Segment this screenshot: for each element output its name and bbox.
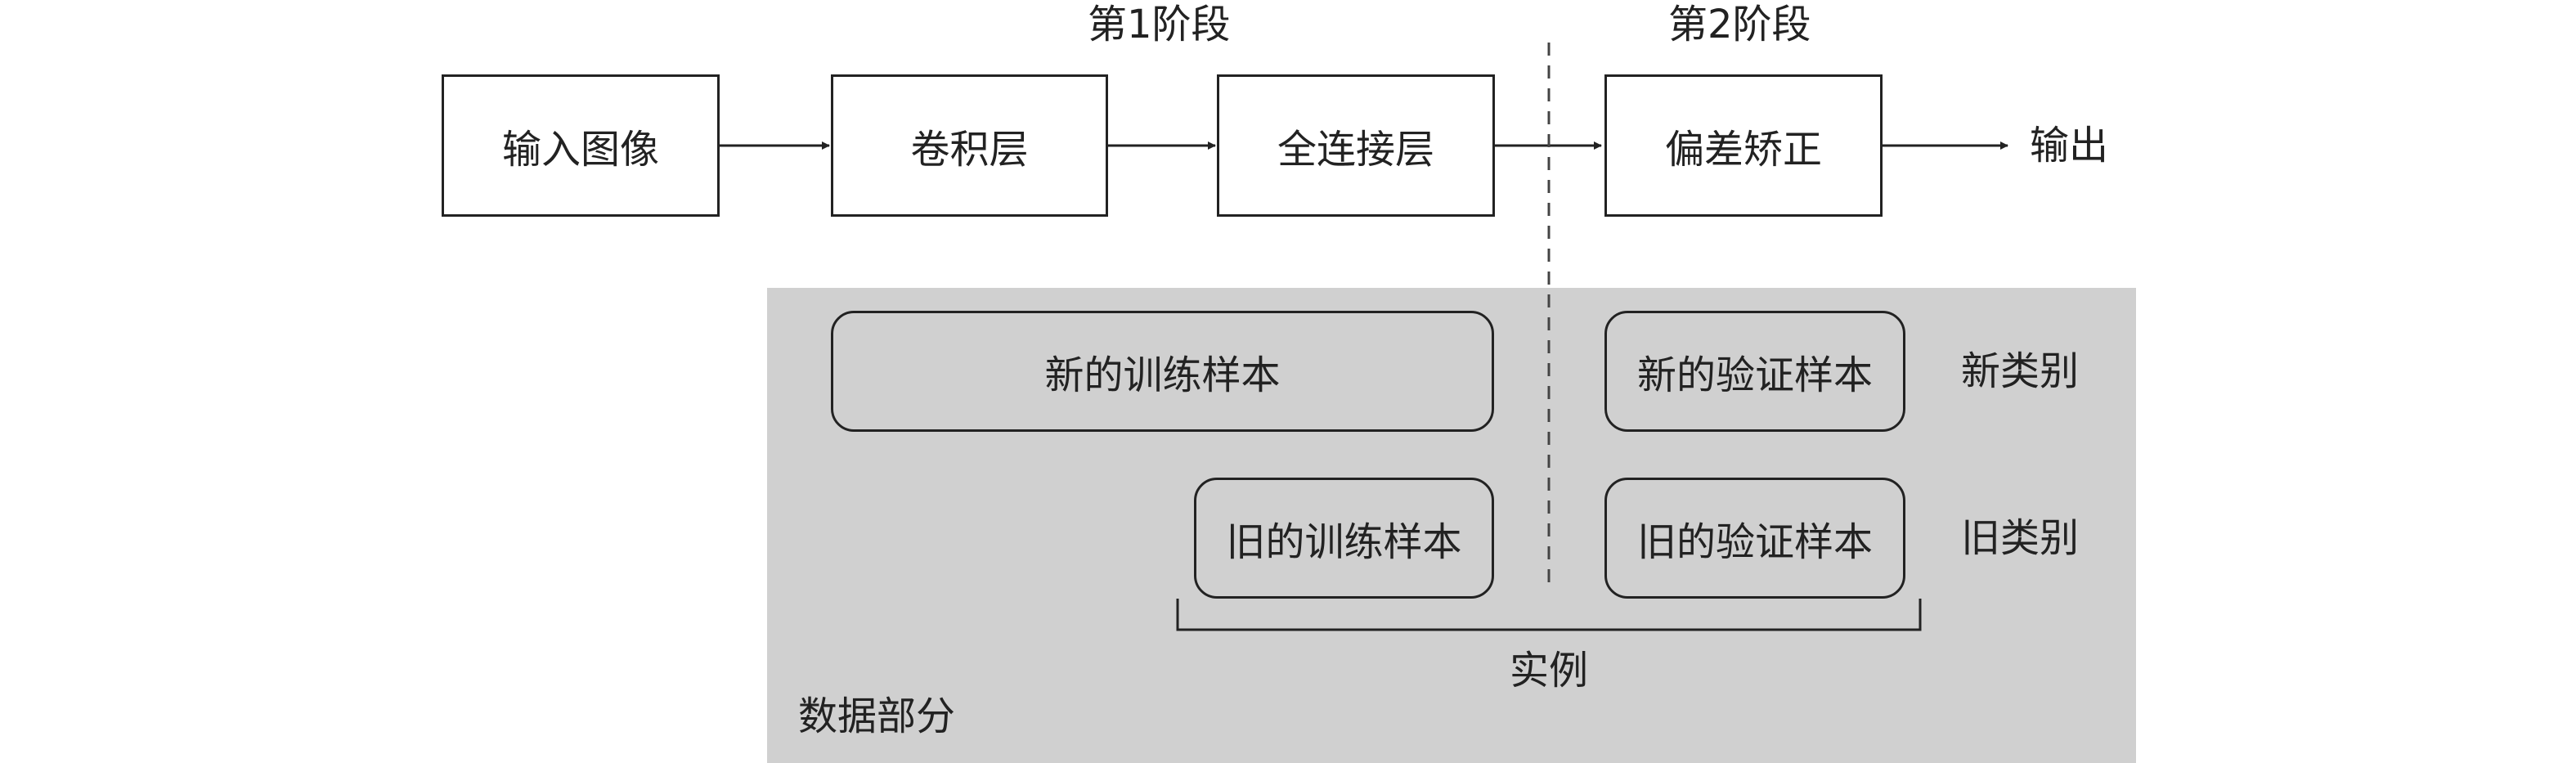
input-image-box: 输入图像 [442, 74, 720, 217]
new-class-label: 新类别 [1960, 348, 2079, 394]
old-train-samples-box: 旧的训练样本 [1194, 478, 1494, 599]
old-class-label: 旧类别 [1960, 515, 2079, 561]
stage2-label: 第2阶段 [1668, 2, 1811, 47]
instances-label: 实例 [1509, 648, 1588, 693]
stage1-label: 第1阶段 [1088, 2, 1231, 47]
data-panel-title: 数据部分 [798, 693, 956, 739]
fc-layer-box: 全连接层 [1217, 74, 1495, 217]
bias-correction-box: 偏差矫正 [1604, 74, 1883, 217]
new-train-samples-box: 新的训练样本 [831, 311, 1494, 432]
instances-bracket [1176, 599, 1922, 631]
conv-layer-box: 卷积层 [831, 74, 1108, 217]
output-label: 输出 [2029, 123, 2108, 168]
new-val-samples-box: 新的验证样本 [1604, 311, 1905, 432]
old-val-samples-box: 旧的验证样本 [1604, 478, 1905, 599]
